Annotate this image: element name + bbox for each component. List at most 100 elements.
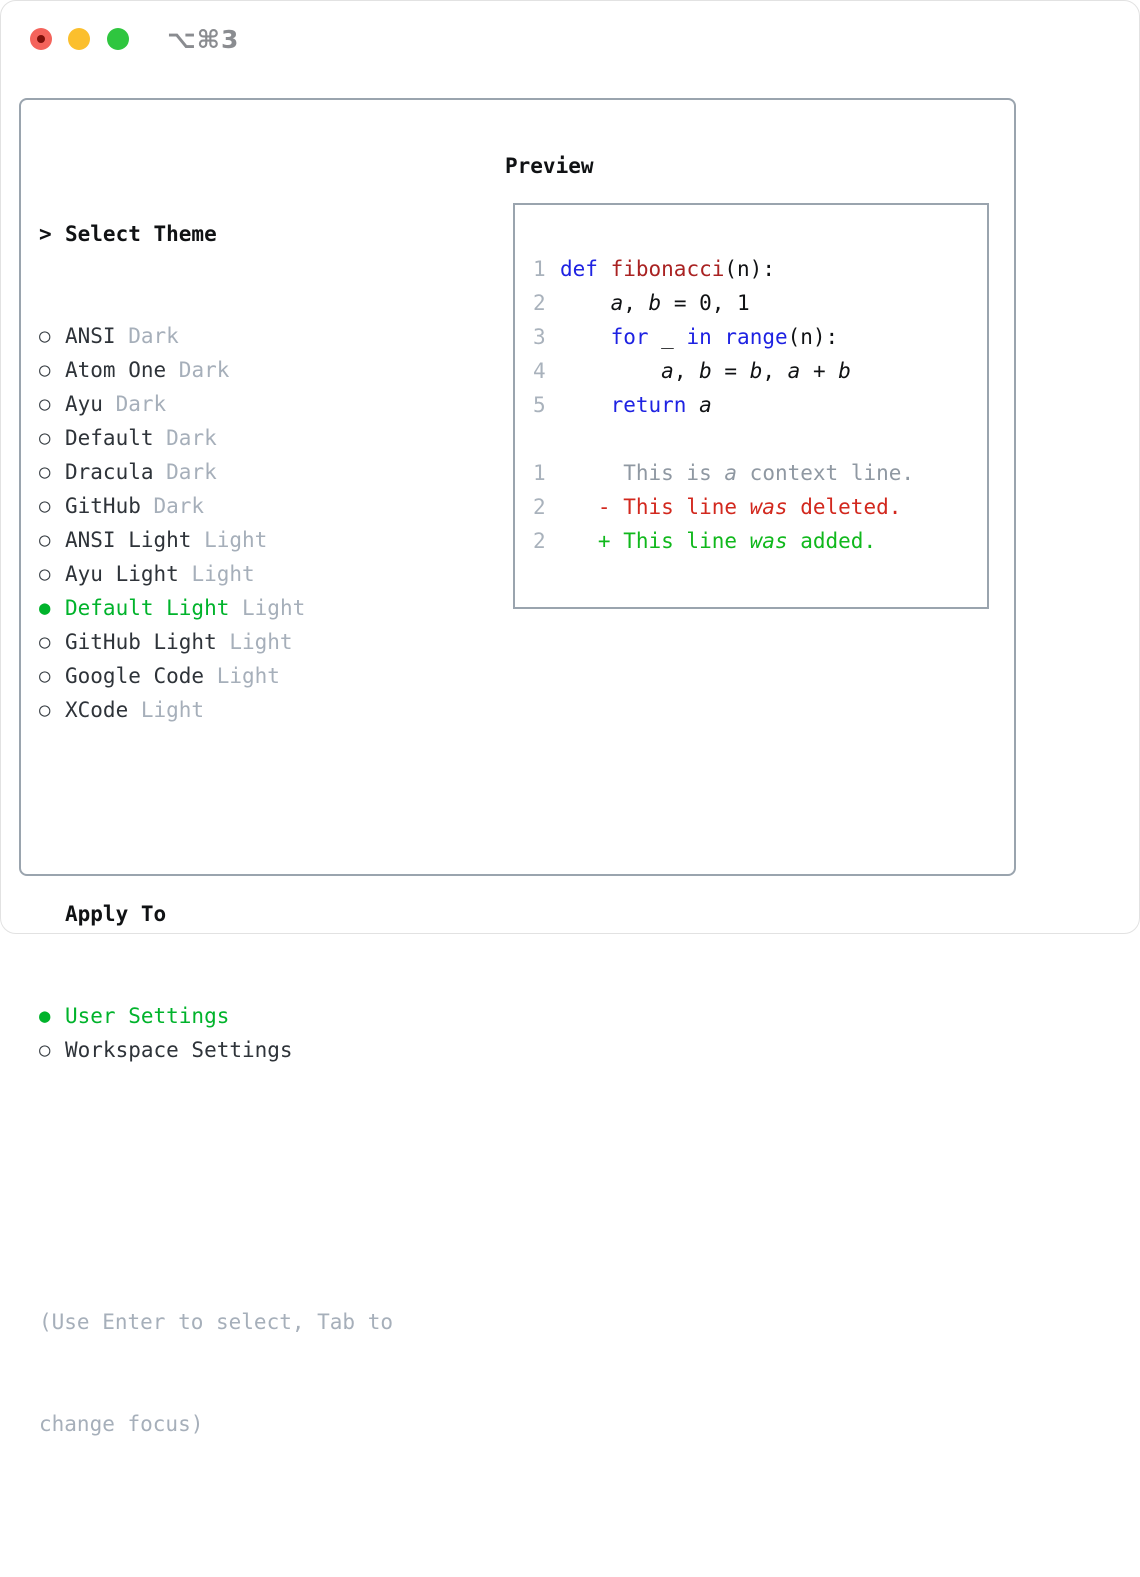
code-segment: =	[711, 359, 750, 383]
code-segment: range	[724, 325, 788, 349]
code-segment: context line.	[737, 461, 915, 485]
theme-item-ansi[interactable]: ○ ANSI Dark	[39, 319, 393, 353]
focus-indicator-icon: >	[39, 222, 52, 246]
code-segment: ,	[673, 359, 700, 383]
theme-name: Dracula	[65, 460, 154, 484]
code-segment: deleted.	[787, 495, 902, 519]
code-segment: + This line	[560, 529, 750, 553]
theme-item-github-light[interactable]: ○ GitHub Light Light	[39, 625, 393, 659]
code-segment: This is	[560, 461, 725, 485]
theme-variant: Dark	[153, 460, 217, 484]
preview-line: 4 a, b = b, a + b	[533, 354, 987, 388]
theme-variant: Dark	[115, 324, 179, 348]
code-segment	[712, 325, 725, 349]
preview-header: Preview	[505, 154, 594, 178]
preview-line: 5 return a	[533, 388, 987, 422]
theme-item-atom-one[interactable]: ○Atom One Dark	[39, 353, 393, 387]
close-button[interactable]	[30, 28, 52, 50]
code-segment: b	[648, 291, 662, 315]
code-segment: - This line	[560, 495, 750, 519]
main-panel: >Select Theme ○ANSI Dark○Atom One Dark○A…	[19, 98, 1016, 1436]
code-segment: return	[610, 393, 687, 417]
theme-item-default[interactable]: ○Default Dark	[39, 421, 393, 455]
code-segment: +	[800, 359, 839, 383]
theme-variant: Light	[178, 562, 255, 586]
help-line-2: change focus)	[39, 1412, 204, 1436]
maximize-button[interactable]	[107, 28, 129, 50]
theme-name: Google Code	[65, 664, 205, 688]
theme-name: Atom One	[65, 358, 167, 382]
apply-item-user-settings[interactable]: ●User Settings	[39, 999, 393, 1033]
selected-radio-icon: ●	[39, 597, 51, 619]
theme-item-ansi-light[interactable]: ○ ANSI Light Light	[39, 523, 393, 557]
radio-icon: ○	[39, 393, 51, 415]
theme-variant: Dark	[166, 358, 230, 382]
apply-to-list: ●User Settings ○ Workspace Settings	[39, 999, 393, 1067]
line-number: 2	[533, 529, 546, 553]
code-segment	[560, 325, 611, 349]
theme-variant: Dark	[153, 426, 217, 450]
code-segment	[598, 257, 611, 281]
code-segment: fibonacci	[610, 257, 725, 281]
code-segment: in	[686, 325, 712, 349]
app-window: ⌥⌘3 >Select Theme ○ANSI Dark○Atom One Da…	[0, 0, 1140, 1436]
theme-item-dracula[interactable]: ○ Dracula Dark	[39, 455, 393, 489]
close-dot-icon	[37, 35, 45, 43]
radio-icon: ○	[39, 461, 51, 483]
theme-name: ANSI	[65, 324, 116, 348]
theme-item-ayu-light[interactable]: ○Ayu Light Light	[39, 557, 393, 591]
theme-list: ○ANSI Dark○Atom One Dark○Ayu Dark○Defaul…	[39, 319, 393, 727]
line-number: 2	[533, 495, 546, 519]
theme-variant: Light	[216, 630, 293, 654]
theme-item-xcode[interactable]: ○XCode Light	[39, 693, 393, 727]
spacer	[39, 795, 393, 829]
code-segment: was	[749, 495, 788, 519]
theme-item-default-light[interactable]: ●Default Light Light	[39, 591, 393, 625]
code-segment: b	[749, 359, 763, 383]
code-segment: b	[838, 359, 851, 383]
code-segment: def	[560, 257, 598, 281]
radio-icon: ○	[39, 631, 51, 653]
preview-line: 3 for _ in range(n):	[533, 320, 987, 354]
code-segment	[560, 393, 611, 417]
minimize-button[interactable]	[68, 28, 90, 50]
line-number: 3	[533, 325, 546, 349]
theme-name: GitHub Light	[65, 630, 217, 654]
code-segment: for	[610, 325, 649, 349]
code-segment: = 0, 1	[661, 291, 750, 315]
code-segment: a	[661, 359, 674, 383]
theme-name: Default	[65, 426, 154, 450]
theme-name: ANSI Light	[65, 528, 192, 552]
theme-item-ayu[interactable]: ○ Ayu Dark	[39, 387, 393, 421]
theme-variant: Dark	[102, 392, 167, 416]
code-segment: _	[648, 325, 687, 349]
radio-icon: ○	[39, 1039, 51, 1061]
preview-line	[533, 422, 987, 456]
code-segment: added.	[787, 529, 877, 553]
theme-name: Ayu	[65, 392, 103, 416]
line-number: 1	[533, 461, 546, 485]
titlebar: ⌥⌘3	[1, 1, 1139, 77]
radio-icon: ○	[39, 495, 51, 517]
theme-sidebar: >Select Theme ○ANSI Dark○Atom One Dark○A…	[39, 149, 393, 1577]
spacer	[39, 1135, 393, 1169]
apply-option-name: User Settings	[65, 1004, 230, 1028]
preview-line: 1 This is a context line.	[533, 456, 987, 490]
radio-icon: ○	[39, 325, 51, 347]
radio-icon: ○	[39, 529, 51, 551]
code-segment: a	[787, 359, 801, 383]
code-segment: a	[699, 393, 712, 417]
code-segment: (n):	[787, 325, 839, 349]
apply-option-name: Workspace Settings	[65, 1038, 293, 1062]
line-number: 5	[533, 393, 546, 417]
apply-item-workspace-settings[interactable]: ○ Workspace Settings	[39, 1033, 393, 1067]
preview-line: 2 - This line was deleted.	[533, 490, 987, 524]
radio-icon: ○	[39, 699, 51, 721]
theme-item-google-code[interactable]: ○Google Code Light	[39, 659, 393, 693]
theme-variant: Dark	[140, 494, 205, 518]
radio-icon: ○	[39, 665, 51, 687]
theme-variant: Light	[191, 528, 268, 552]
theme-item-github[interactable]: ○GitHub Dark	[39, 489, 393, 523]
